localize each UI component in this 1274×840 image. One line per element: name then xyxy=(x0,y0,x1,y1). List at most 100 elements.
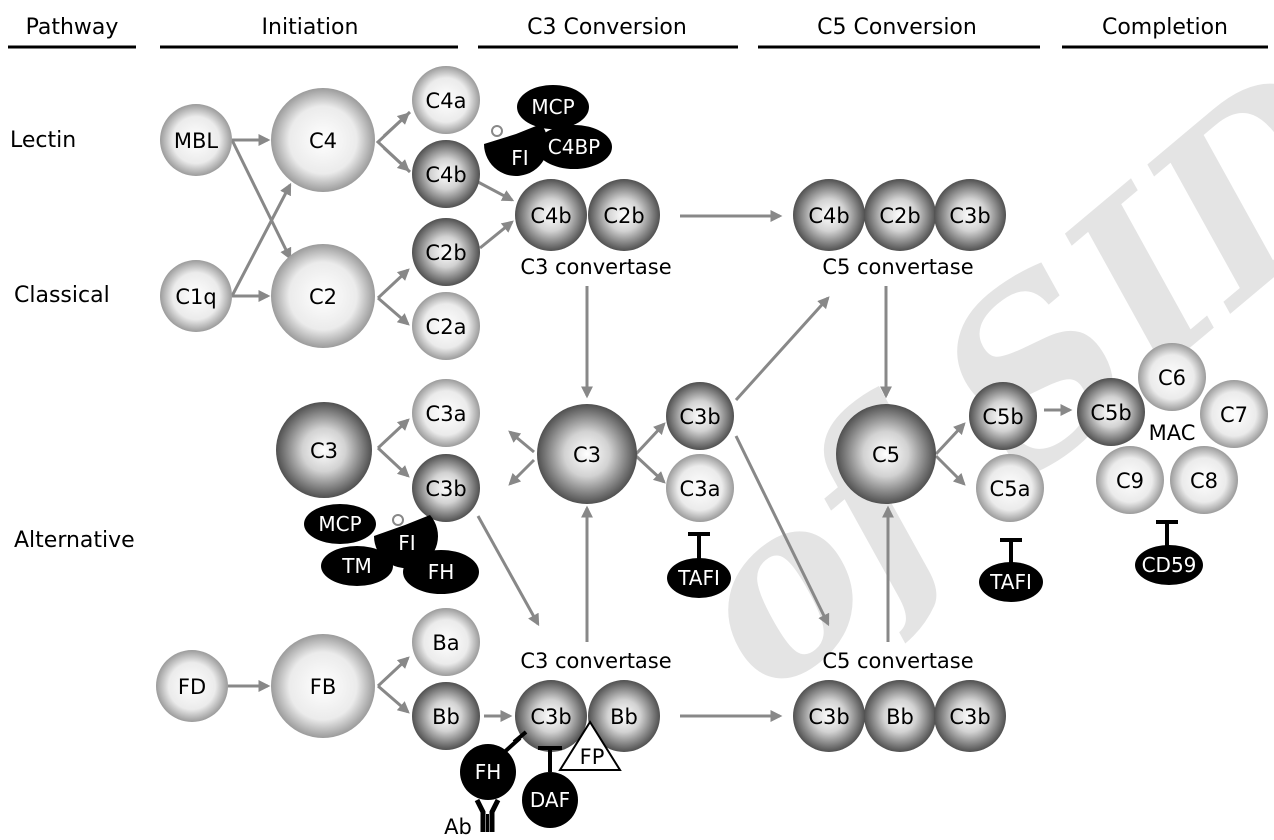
arrow-c3-to-c3b xyxy=(508,458,536,486)
node-fb xyxy=(271,634,375,738)
node-c2-label: C2 xyxy=(309,285,337,309)
node-c3conv-c4b-label: C4b xyxy=(530,204,571,228)
arrows xyxy=(228,110,1073,722)
arrow-c2b-convertase xyxy=(479,220,514,250)
reg-tafi-c3a-label: TAFI xyxy=(677,566,720,590)
node-altc5conv-c3b2 xyxy=(934,680,1006,752)
node-fb-label: FB xyxy=(310,675,337,699)
node-c4 xyxy=(271,88,375,192)
reg-mcp-top xyxy=(517,85,589,129)
node-altc5conv-bb xyxy=(864,680,936,752)
reg-ab-label: Ab xyxy=(444,815,472,839)
node-mac-c6-label: C6 xyxy=(1158,366,1186,390)
reg-cd59-label: CD59 xyxy=(1142,553,1197,577)
node-c2a xyxy=(412,292,480,360)
node-altconv-c3b xyxy=(515,680,587,752)
label-mac: MAC xyxy=(1149,421,1196,445)
arrow-c3b-altconv xyxy=(476,515,540,627)
node-c4a xyxy=(412,66,480,134)
node-fd-label: FD xyxy=(178,675,206,699)
node-c4b xyxy=(412,140,480,208)
node-c2b-label: C2b xyxy=(425,241,466,265)
node-mac-c8-label: C8 xyxy=(1190,469,1218,493)
header-pathway: Pathway xyxy=(26,15,119,40)
reg-fp-label: FP xyxy=(580,745,605,769)
arrow-c4-c4b xyxy=(382,146,410,172)
node-c3a-right-label: C3a xyxy=(680,477,721,501)
node-fd xyxy=(156,650,228,722)
arrow-fb-bb xyxy=(377,684,410,714)
arrow-c4-split xyxy=(375,110,412,174)
header-completion: Completion xyxy=(1102,15,1228,40)
node-c4-label: C4 xyxy=(309,129,337,153)
node-alt-c3a-label: C3a xyxy=(426,402,467,426)
header-c3-conversion: C3 Conversion xyxy=(527,15,687,40)
node-ba xyxy=(412,608,480,676)
header-initiation: Initiation xyxy=(262,15,359,40)
node-alt-c3-label: C3 xyxy=(310,439,338,463)
node-c3conv-c2b xyxy=(588,179,660,251)
node-bb-label: Bb xyxy=(432,705,460,729)
node-mac-c9 xyxy=(1096,446,1164,514)
reg-mcp-alt xyxy=(304,504,376,544)
node-c2b xyxy=(412,218,480,286)
fi-active-site-top xyxy=(491,125,503,137)
reg-fi-alt-label: FI xyxy=(398,531,415,555)
node-c3conv-c4b xyxy=(515,179,587,251)
reg-c4bp xyxy=(536,125,612,169)
node-mac-c5b-label: C5b xyxy=(1090,401,1131,425)
arrow-c1q-c4 xyxy=(230,182,292,297)
node-c5-label: C5 xyxy=(872,443,900,467)
node-c5b xyxy=(969,382,1037,450)
reg-c4bp-label: C4BP xyxy=(548,135,600,159)
reg-cd59 xyxy=(1135,545,1203,585)
node-c3a-right xyxy=(666,454,734,522)
reg-fh-bottom xyxy=(460,744,516,800)
reg-fi-top-label: FI xyxy=(511,146,528,170)
node-altconv-bb xyxy=(588,680,660,752)
label-c5-convertase-classical: C5 convertase xyxy=(822,255,973,279)
reg-fp xyxy=(558,720,622,771)
node-altc5conv-c3b1-label: C3b xyxy=(808,705,849,729)
node-c5 xyxy=(836,404,936,504)
node-ba-label: Ba xyxy=(432,631,459,655)
node-mac-c8 xyxy=(1170,446,1238,514)
node-c5conv-c2b xyxy=(864,179,936,251)
node-c3-center xyxy=(537,404,637,504)
node-c3-center-label: C3 xyxy=(573,443,601,467)
arrow-fb-ba xyxy=(376,656,410,688)
arrow-c3b-c5conv-alt xyxy=(734,435,830,627)
arrow-c5-c5a xyxy=(934,454,966,486)
node-c3b-right-label: C3b xyxy=(679,405,720,429)
reg-fi-alt xyxy=(373,515,438,569)
reg-daf xyxy=(522,772,578,828)
node-altconv-c3b-label: C3b xyxy=(530,705,571,729)
row-classical: Classical xyxy=(14,283,110,308)
arrow-c3-to-c3a xyxy=(508,430,535,454)
header-c5-conversion: C5 Conversion xyxy=(817,15,977,40)
fi-active-site-alt xyxy=(392,514,404,526)
reg-fh-alt-label: FH xyxy=(428,560,455,584)
arrow-altc3-c3b xyxy=(376,446,410,478)
node-c3conv-c2b-label: C2b xyxy=(603,204,644,228)
nodes: MBL C1q C4 C2 C4a C4b C2b C2a C4b C2b C3… xyxy=(156,66,1268,752)
node-c5conv-c4b xyxy=(793,179,865,251)
node-c5conv-c3b-label: C3b xyxy=(949,204,990,228)
node-alt-c3a xyxy=(412,379,480,447)
node-mbl-label: MBL xyxy=(174,129,219,153)
reg-mcp-top-label: MCP xyxy=(531,95,574,119)
reg-tafi-c5a xyxy=(979,562,1043,602)
node-alt-c3b xyxy=(412,454,480,522)
node-c4a-label: C4a xyxy=(426,89,467,113)
reg-daf-label: DAF xyxy=(530,788,570,812)
node-c2a-label: C2a xyxy=(426,315,467,339)
node-alt-c3 xyxy=(276,402,372,498)
row-alternative: Alternative xyxy=(14,528,135,553)
node-bb xyxy=(412,682,480,750)
label-c3-convertase-alternative: C3 convertase xyxy=(520,649,671,673)
node-c2 xyxy=(271,244,375,348)
node-c4b-label: C4b xyxy=(425,163,466,187)
node-c5b-label: C5b xyxy=(982,405,1023,429)
node-c5conv-c2b-label: C2b xyxy=(879,204,920,228)
